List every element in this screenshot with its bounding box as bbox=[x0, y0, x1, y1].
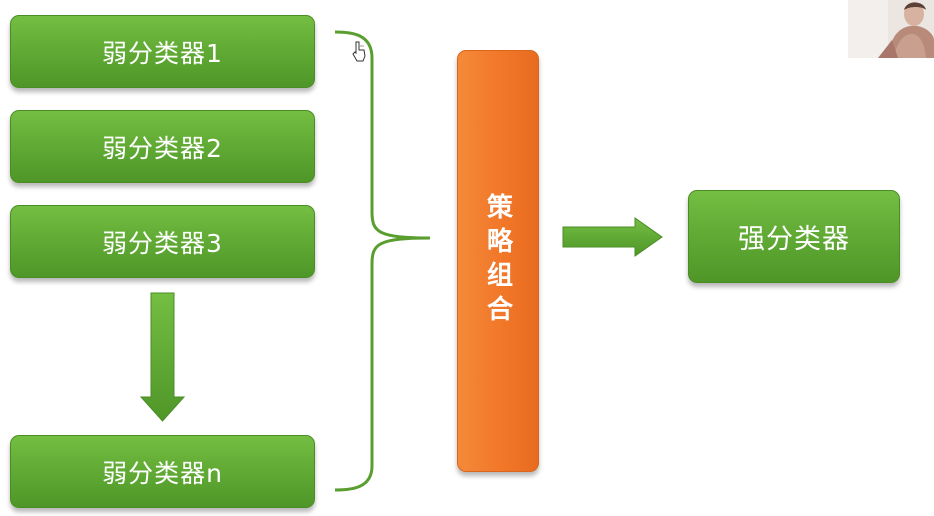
weak-classifier-n: 弱分类器n bbox=[10, 435, 315, 508]
curly-brace-icon bbox=[334, 30, 431, 492]
webcam-thumbnail bbox=[848, 0, 934, 58]
weak-classifier-2: 弱分类器2 bbox=[10, 110, 315, 183]
weak-classifier-3-label: 弱分类器3 bbox=[102, 228, 223, 258]
weak-classifier-1: 弱分类器1 bbox=[10, 15, 315, 88]
weak-classifier-n-label: 弱分类器n bbox=[102, 458, 223, 488]
webcam-person-icon bbox=[848, 0, 934, 58]
weak-classifier-2-label: 弱分类器2 bbox=[102, 133, 223, 163]
strategy-combination-box: 策略组合 bbox=[457, 50, 539, 472]
strong-classifier: 强分类器 bbox=[688, 190, 900, 283]
hand-pointer-icon bbox=[352, 41, 366, 62]
weak-classifier-1-label: 弱分类器1 bbox=[102, 38, 223, 68]
down-arrow-icon bbox=[139, 292, 186, 422]
weak-classifier-3: 弱分类器3 bbox=[10, 205, 315, 278]
strong-classifier-label: 强分类器 bbox=[738, 224, 850, 255]
right-arrow-icon bbox=[562, 217, 663, 257]
strategy-combination-label: 策略组合 bbox=[482, 193, 513, 329]
